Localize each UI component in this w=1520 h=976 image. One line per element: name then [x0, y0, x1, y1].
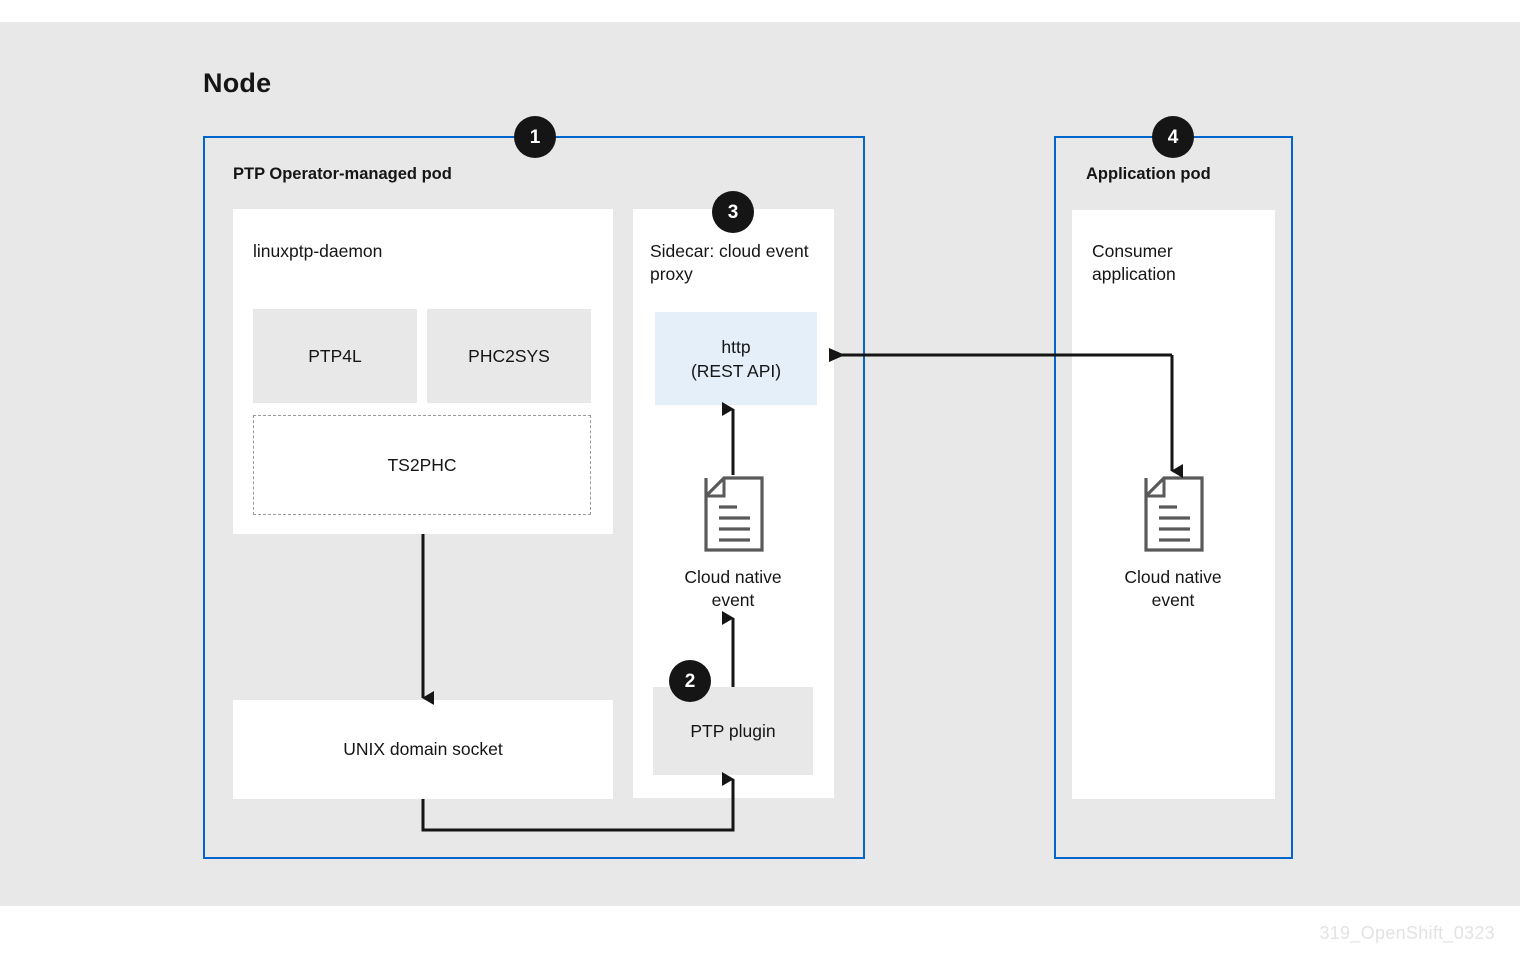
- http-rest-api-line2: (REST API): [690, 360, 782, 381]
- badge-1: 1: [514, 116, 556, 158]
- cloud-native-event-document-icon-app: [1143, 475, 1205, 558]
- unix-domain-socket-label: UNIX domain socket: [343, 739, 503, 759]
- ptp-operator-managed-pod-label: PTP Operator-managed pod: [233, 165, 452, 183]
- sidecar-cloud-event-proxy-title: Sidecar: cloud event proxy: [650, 241, 809, 284]
- cloud-native-event-caption-line2: event: [711, 590, 755, 610]
- consumer-application-title: Consumer application: [1092, 241, 1176, 284]
- ptp-plugin-block: PTP plugin: [653, 687, 813, 775]
- watermark-label: 319_OpenShift_0323: [1319, 923, 1495, 943]
- ptp4l-block: PTP4L: [253, 309, 417, 403]
- ts2phc-block: TS2PHC: [253, 415, 591, 515]
- badge-3: 3: [712, 191, 754, 233]
- phc2sys-block: PHC2SYS: [427, 309, 591, 403]
- cloud-native-event-caption-app: Cloud native event: [1083, 566, 1263, 612]
- application-pod-label: Application pod: [1086, 165, 1211, 183]
- http-rest-api-block: http (REST API): [655, 312, 817, 405]
- cloud-native-event-app-caption-line2: event: [1151, 590, 1195, 610]
- linuxptp-daemon-title: linuxptp-daemon: [253, 241, 383, 261]
- badge-2: 2: [669, 660, 711, 702]
- cloud-native-event-app-caption-line1: Cloud native: [1124, 567, 1222, 587]
- cloud-native-event-caption: Cloud native event: [643, 566, 823, 612]
- cloud-native-event-caption-line1: Cloud native: [684, 567, 782, 587]
- page-title: Node: [203, 68, 272, 98]
- http-rest-api-line1: http: [721, 336, 751, 357]
- badge-4: 4: [1152, 116, 1194, 158]
- cloud-native-event-document-icon: [703, 475, 765, 558]
